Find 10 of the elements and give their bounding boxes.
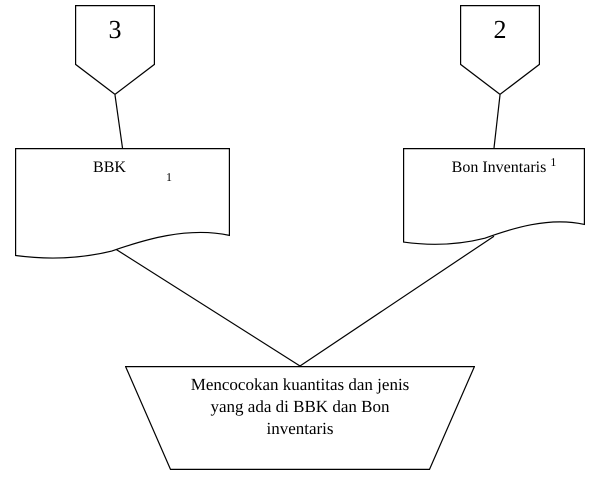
document-title: Bon Inventaris $^{1}$ [452,158,556,178]
process-text: Mencocokan kuantitas dan jenis yang ada di BBK dan Bon inventaris [190,374,410,440]
connector-line [300,236,494,366]
connector-line [114,94,124,148]
copy-number: 1 [166,169,172,186]
connector-number: 2 [494,17,506,43]
connector-number: 3 [108,17,122,43]
connector-line [493,94,501,148]
document-title: BBK [93,158,126,178]
connector-line [116,248,300,366]
